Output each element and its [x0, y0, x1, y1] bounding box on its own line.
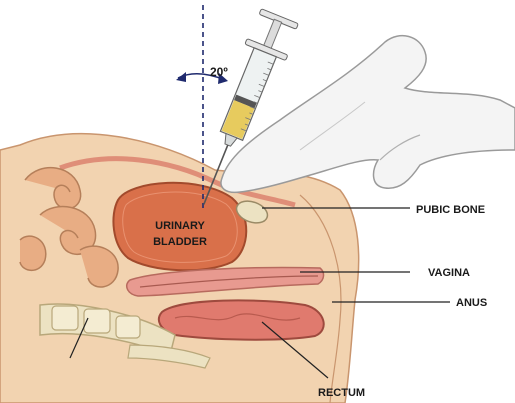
pubic-bone-label: PUBIC BONE [416, 204, 485, 216]
urinary-bladder-label-line2: BLADDER [153, 236, 207, 248]
anus-label: ANUS [456, 297, 487, 309]
rectum [159, 300, 324, 339]
rectum-label: RECTUM [318, 387, 365, 399]
angle-arc-arrow-left [176, 72, 186, 82]
angle-label: 20º [210, 65, 228, 79]
vagina-label: VAGINA [428, 267, 470, 279]
urinary-bladder-label-line1: URINARY [155, 220, 205, 232]
